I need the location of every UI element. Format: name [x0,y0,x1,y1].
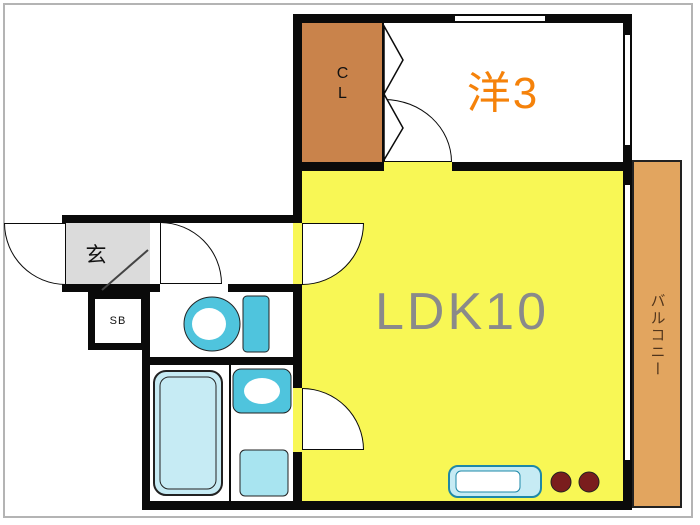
wall-segment [452,162,632,171]
window-right-upper [623,35,632,145]
wall-segment [142,292,150,501]
balcony-area [632,160,682,508]
wall-segment [545,14,632,23]
entrance-label: 玄 [85,244,107,267]
balcony-label: バルコニー [648,292,666,378]
wall-segment [293,14,455,23]
wall-segment [293,162,384,171]
wall-segment [62,215,302,223]
shoebox-label: SB [109,315,127,327]
wall-segment [623,14,632,35]
bath-divider-wall [229,365,231,501]
wall-segment [623,145,632,171]
wall-segment [293,287,302,388]
outer-frame [3,3,693,518]
wall-segment [142,501,632,510]
wall-segment [293,452,302,510]
wall-segment [293,14,302,171]
wall-segment [62,284,160,292]
wall-segment [142,357,302,365]
ldk-label: LDK10 [375,283,549,341]
window-balcony [623,185,632,460]
closet-divider-wall [382,23,384,162]
closet-label: CL [334,65,351,105]
ldk-room [293,162,632,510]
wall-segment [623,460,632,501]
wall-segment [228,284,302,292]
window-top [455,14,545,23]
closet-room [293,14,384,171]
shoebox: SB [95,299,141,343]
wall-segment [623,171,632,185]
western-room-label: 洋3 [466,69,540,118]
wall-segment [293,171,302,223]
